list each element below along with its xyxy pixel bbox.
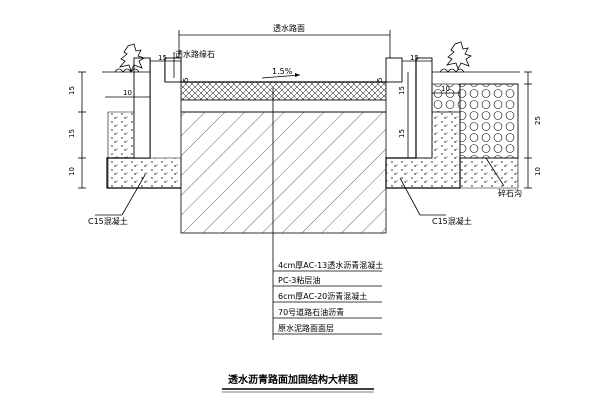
svg-text:15: 15	[68, 129, 76, 138]
layer-4: 70号道路石油沥青	[278, 307, 344, 317]
base-layer	[180, 111, 387, 234]
svg-text:15: 15	[398, 86, 406, 95]
right-shrub-icon	[432, 41, 520, 73]
svg-text:10: 10	[123, 89, 132, 97]
svg-text:10: 10	[534, 167, 542, 176]
top-label: 透水路面	[273, 23, 305, 33]
left-curb: 透水路缘石	[106, 49, 215, 189]
drawing-title: 透水沥青路面加固结构大样图	[222, 373, 374, 393]
pavement-layers	[180, 81, 387, 234]
left-concrete-callout: C15混凝土	[88, 174, 146, 226]
top-dimension: 透水路面	[178, 23, 391, 72]
right-concrete-callout: C15混凝土	[399, 177, 472, 226]
left-dimensions: 15 15 10 10 15 5	[68, 54, 190, 189]
svg-text:15: 15	[398, 129, 406, 138]
layer-5: 原水泥路面面层	[278, 323, 334, 333]
slope-indicator: 1.5%	[261, 67, 301, 79]
left-shrub-icon	[102, 43, 150, 73]
layer-3: 6cm厚AC-20沥青混凝土	[278, 291, 367, 301]
layer-callout: 4cm厚AC-13透水沥青混凝土 PC-3粘层油 6cm厚AC-20沥青混凝土 …	[272, 88, 383, 340]
svg-text:25: 25	[534, 116, 542, 125]
right-curb: 5	[376, 57, 461, 189]
right-dimensions: 15 10 25 10 15 15	[398, 54, 542, 189]
svg-text:15: 15	[410, 54, 419, 62]
gravel-trench: 碎石沟	[431, 83, 522, 198]
svg-text:10: 10	[441, 85, 450, 93]
svg-text:5: 5	[376, 78, 384, 82]
svg-text:5: 5	[182, 78, 190, 82]
slope-label: 1.5%	[272, 67, 293, 76]
svg-text:10: 10	[68, 167, 76, 176]
right-concrete-label: C15混凝土	[432, 216, 472, 226]
gravel-label: 碎石沟	[498, 188, 522, 198]
svg-text:15: 15	[68, 86, 76, 95]
svg-text:15: 15	[158, 54, 167, 62]
title-text: 透水沥青路面加固结构大样图	[228, 373, 358, 386]
left-concrete-label: C15混凝土	[88, 216, 128, 226]
layer-1: 4cm厚AC-13透水沥青混凝土	[278, 260, 383, 270]
curb-label: 透水路缘石	[175, 49, 215, 59]
layer-2: PC-3粘层油	[278, 275, 320, 285]
